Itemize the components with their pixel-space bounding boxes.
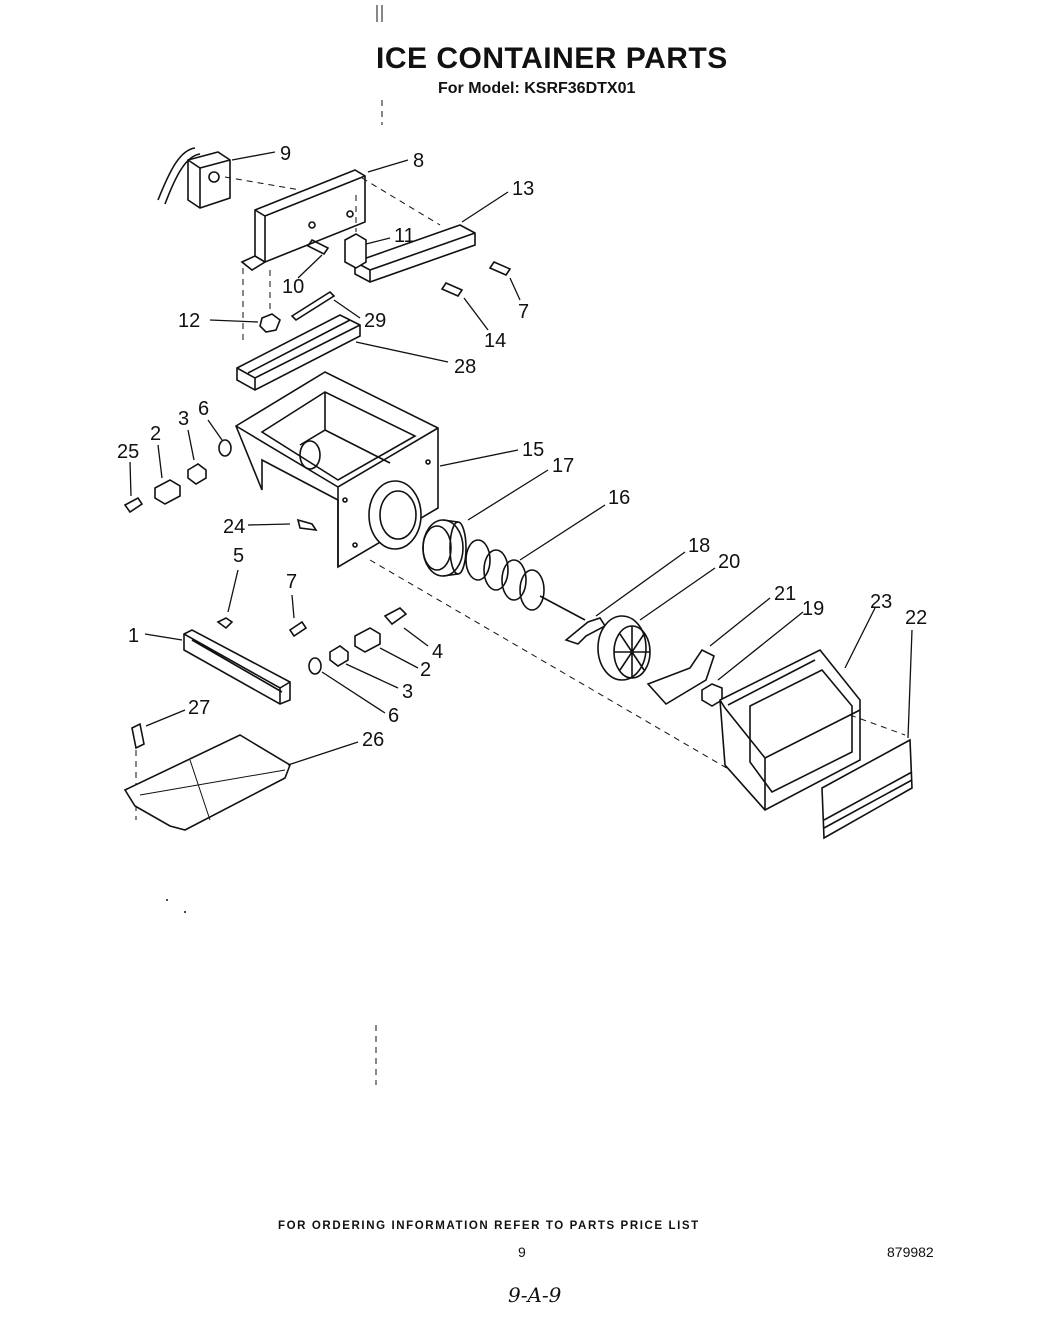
part-22-door-panel [821,738,913,840]
callout-28: 28 [454,356,476,378]
callout-22: 22 [905,607,927,629]
part-7-screw-upper [488,260,512,277]
callout-3-lower: 3 [402,681,413,703]
part-21-bracket [646,648,715,706]
model-subtitle: For Model: KSRF36DTX01 [438,80,636,97]
callout-7-upper: 7 [518,301,529,323]
part-19-nut [701,683,723,707]
callout-13: 13 [512,178,534,200]
callout-12: 12 [178,310,200,332]
callout-21: 21 [774,583,796,605]
part-4-screw [383,607,408,626]
part-2-spacer-upper [154,479,181,505]
part-1-bar [183,629,291,705]
part-11-clip [344,233,367,269]
callout-8: 8 [413,150,424,172]
callout-10: 10 [282,276,304,298]
part-14-screw [440,281,464,298]
callout-20: 20 [718,551,740,573]
callout-labels: 9 8 13 11 10 7 12 29 14 28 6 3 2 25 15 1… [117,143,927,751]
part-6-washer-lower [308,657,322,675]
part-12-fastener [259,313,281,333]
callout-5: 5 [233,545,244,567]
part-5-clip [216,617,234,630]
part-13-support [354,224,476,283]
callout-6-lower: 6 [388,705,399,727]
part-27-screw [131,722,145,750]
callout-15: 15 [522,439,544,461]
part-9-motor [157,147,231,209]
callout-23: 23 [870,591,892,613]
document-number: 879982 [887,1244,934,1260]
callout-24: 24 [223,516,245,538]
part-25-screw [123,496,144,514]
handwritten-mark: 9-A-9 [508,1283,562,1307]
part-16-auger [465,539,586,621]
callout-4: 4 [432,641,443,663]
part-23-front-cover [719,648,861,811]
callout-27: 27 [188,697,210,719]
part-20-wheel [597,615,651,681]
part-8-bracket [240,169,366,271]
part-2-spacer-lower [354,627,381,653]
part-29-pin [290,290,336,322]
page-number: 9 [518,1244,526,1260]
part-6-washer-upper [218,439,232,457]
callout-14: 14 [484,330,506,352]
part-28-trough [236,314,361,391]
callout-18: 18 [688,535,710,557]
part-3-bushing-lower [329,645,349,667]
leader-lines [129,151,913,766]
page-title: ICE CONTAINER PARTS [376,42,728,75]
callout-26: 26 [362,729,384,751]
scan-specks [166,899,186,913]
part-3-bushing-upper [187,463,207,485]
callout-7-lower: 7 [286,571,297,593]
part-24-screw [296,518,318,532]
callout-2-upper: 2 [150,423,161,445]
part-26-base-plate [123,734,291,831]
callout-11: 11 [394,225,415,247]
callout-16: 16 [608,487,630,509]
part-15-container [235,371,439,569]
callout-3-upper: 3 [178,408,189,430]
callout-19: 19 [802,598,824,620]
callout-25: 25 [117,441,139,463]
callout-6-upper: 6 [198,398,209,420]
callout-17: 17 [552,455,574,477]
callout-1: 1 [128,625,139,647]
ordering-note: FOR ORDERING INFORMATION REFER TO PARTS … [278,1220,700,1232]
part-7-screw-lower [288,620,308,638]
callout-2-lower: 2 [420,659,431,681]
part-10-screw [306,238,330,256]
scan-artifacts [375,5,383,1085]
part-17-cap [422,519,467,577]
callout-29: 29 [364,310,386,332]
callout-9: 9 [280,143,291,165]
